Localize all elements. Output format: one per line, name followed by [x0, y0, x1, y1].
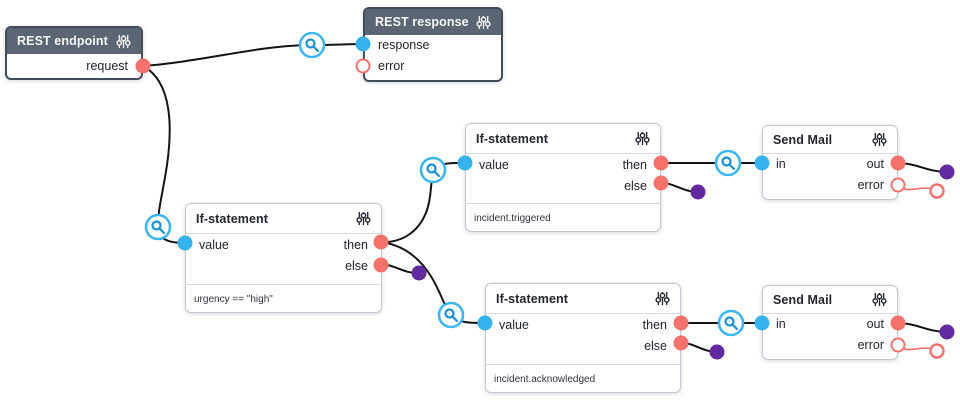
sliders-icon[interactable] [116, 34, 131, 49]
port-label-value: value [199, 237, 229, 252]
port-label-error: error [378, 59, 405, 73]
magnifier-icon[interactable] [144, 213, 172, 241]
node-title: REST response [375, 15, 469, 29]
sliders-icon[interactable] [476, 15, 491, 30]
dangling-endpoint[interactable] [939, 324, 955, 340]
dangling-endpoint[interactable] [690, 184, 706, 200]
magnifier-icon[interactable] [419, 156, 447, 184]
node-send-mail-bottom[interactable]: Send Mail in out error [762, 285, 898, 360]
wire-then-to-if-triggered [380, 161, 466, 244]
port-label-then: then [622, 157, 647, 172]
sliders-icon[interactable] [635, 131, 650, 146]
node-rest-response[interactable]: REST response response error [363, 7, 503, 82]
error-endpoint[interactable] [929, 183, 945, 199]
wire-then-to-if-acknowledged [380, 241, 486, 324]
dangling-endpoint[interactable] [411, 265, 427, 281]
sliders-icon[interactable] [872, 292, 887, 307]
node-title: If-statement [476, 131, 549, 146]
port-input-value-if3[interactable] [477, 315, 493, 331]
port-label-else: else [644, 338, 667, 353]
port-label-else: else [345, 258, 368, 273]
port-label-error: error [857, 338, 884, 352]
sliders-icon[interactable] [872, 132, 887, 147]
node-if-statement-urgency[interactable]: If-statement value then else urgency == … [185, 203, 382, 313]
port-label-request: request [86, 59, 128, 73]
node-title: Send Mail [773, 292, 833, 307]
port-input-in-mail1[interactable] [754, 155, 770, 171]
sliders-icon[interactable] [356, 211, 371, 226]
wire-request-to-response [142, 43, 364, 67]
node-title: REST endpoint [17, 34, 108, 48]
port-label-error: error [857, 178, 884, 192]
port-label-then: then [343, 237, 368, 252]
node-condition-text: incident.triggered [474, 212, 551, 224]
port-label-else: else [624, 178, 647, 193]
node-title: Send Mail [773, 132, 833, 147]
port-output-out-mail2[interactable] [890, 315, 906, 331]
port-label-in: in [776, 317, 786, 331]
port-input-error[interactable] [355, 58, 371, 74]
port-output-else-if2[interactable] [653, 175, 669, 191]
port-label-response: response [378, 38, 430, 52]
port-output-else-if3[interactable] [673, 335, 689, 351]
port-input-response[interactable] [355, 36, 371, 52]
port-label-out: out [866, 317, 884, 331]
port-output-then-if1[interactable] [373, 234, 389, 250]
dangling-endpoint[interactable] [939, 164, 955, 180]
node-if-statement-triggered[interactable]: If-statement value then else incident.tr… [465, 123, 661, 232]
node-condition-text: urgency == "high" [194, 294, 273, 305]
magnifier-icon[interactable] [717, 309, 745, 337]
port-label-in: in [776, 157, 786, 171]
node-title: If-statement [496, 291, 569, 306]
port-label-then: then [642, 317, 667, 332]
error-endpoint[interactable] [929, 343, 945, 359]
sliders-icon[interactable] [655, 291, 670, 306]
port-label-value: value [499, 317, 529, 332]
node-rest-endpoint[interactable]: REST endpoint request [5, 26, 143, 80]
wire-request-to-if-urgency [142, 65, 186, 244]
node-condition-text: incident.acknowledged [494, 374, 596, 385]
port-output-else-if1[interactable] [373, 257, 389, 273]
port-output-then-if2[interactable] [653, 155, 669, 171]
port-label-value: value [479, 157, 509, 172]
dangling-endpoint[interactable] [709, 344, 725, 360]
node-send-mail-top[interactable]: Send Mail in out error [762, 125, 898, 200]
port-output-then-if3[interactable] [673, 315, 689, 331]
port-output-error-mail1[interactable] [890, 177, 906, 193]
node-title: If-statement [196, 211, 269, 226]
magnifier-icon[interactable] [298, 31, 326, 59]
magnifier-icon[interactable] [714, 149, 742, 177]
port-output-request[interactable] [135, 58, 151, 74]
port-input-in-mail2[interactable] [754, 315, 770, 331]
port-output-out-mail1[interactable] [890, 155, 906, 171]
node-if-statement-acknowledged[interactable]: If-statement value then else incident.ac… [485, 283, 681, 393]
magnifier-icon[interactable] [437, 301, 465, 329]
port-input-value-if2[interactable] [457, 155, 473, 171]
port-label-out: out [866, 157, 884, 171]
port-output-error-mail2[interactable] [890, 337, 906, 353]
port-input-value-if1[interactable] [177, 235, 193, 251]
